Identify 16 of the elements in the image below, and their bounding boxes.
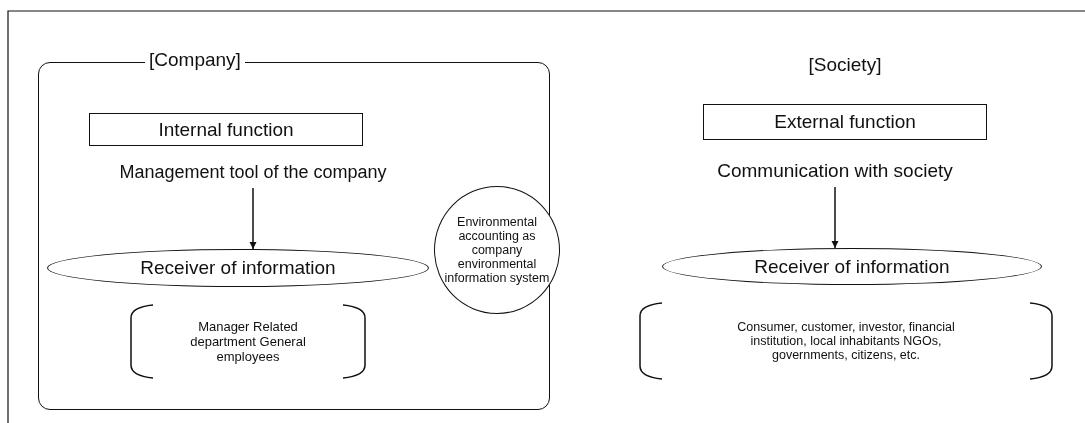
node-text: Communication with society (717, 160, 953, 182)
bracket-group (129, 304, 367, 379)
member-list: Manager Related department General employees (168, 319, 328, 364)
node-text: Environmental accounting as company environmental information system (443, 215, 551, 285)
function-title: External function (774, 111, 916, 133)
bracket-group (638, 302, 1054, 380)
function-title: Internal function (158, 118, 294, 141)
function-box (89, 113, 363, 146)
function-box (703, 104, 987, 140)
member-list: Consumer, customer, investor, financial institution, local inhabitants NGOs, governments, citizens, etc. (716, 320, 976, 362)
group-heading: [Society] (807, 53, 883, 77)
node-text: Receiver of information (140, 257, 336, 279)
arrow (249, 187, 257, 250)
arrow (831, 186, 839, 249)
node-text: Receiver of information (754, 255, 950, 278)
node-text: Management tool of the company (119, 161, 387, 183)
